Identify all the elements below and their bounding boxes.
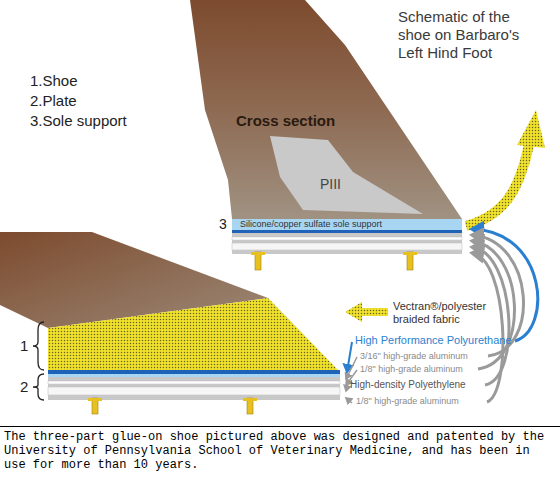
material-label: High-density Polyethylene [350, 379, 466, 391]
arrowhead [517, 110, 545, 148]
layer [48, 381, 340, 384]
fabric-pointer [345, 302, 388, 322]
screw-head [251, 252, 265, 255]
screw-head [243, 398, 257, 401]
diagram-title: Schematic of the shoe on Barbaro's Left … [398, 8, 533, 62]
screw-head [403, 252, 417, 255]
sole-layer [48, 374, 340, 377]
bracket [33, 322, 44, 370]
aluminum-layer [48, 395, 340, 400]
callout-number: 1 [20, 337, 28, 354]
caption-rule [0, 426, 560, 427]
material-label: High Performance Polyurethane [355, 334, 512, 347]
material-label: Vectran®/polyester braided fabric [393, 300, 505, 325]
material-label: 3/16" high-grade aluminum [360, 351, 468, 361]
aluminum-layer [48, 384, 340, 387]
polyethylene-layer [48, 387, 340, 395]
caption: The three-part glue-on shoe pictured abo… [4, 430, 558, 472]
callout-number: 3 [219, 216, 227, 232]
polyethylene-layer [232, 243, 462, 250]
leader-arrow [346, 357, 357, 379]
leader-arrow [346, 398, 352, 403]
polyurethane-layer [48, 370, 340, 374]
screw-head [88, 398, 102, 401]
node-text: Silicone/copper sulfate sole support [240, 219, 382, 230]
aluminum-layer [232, 233, 462, 237]
node-outline [268, 132, 428, 216]
material-label: 1/8" high-grade aluminum [356, 396, 459, 406]
leader-curve [472, 253, 503, 402]
part-list-item: 3.Sole support [30, 112, 127, 129]
material-label: 1/8" high-grade aluminum [360, 364, 463, 374]
node-text: PIII [320, 176, 341, 192]
bone-shape: PIII [268, 132, 428, 216]
bracket [33, 374, 44, 400]
aluminum-layer [48, 377, 340, 381]
node-shape [270, 136, 423, 214]
sole-support-band: Silicone/copper sulfate sole support [232, 219, 462, 230]
braided-fabric-shoe [48, 298, 338, 370]
aluminum-layer [232, 240, 462, 243]
part-list-item: 1.Shoe [30, 72, 78, 89]
fabric-callout-arrow [466, 140, 530, 226]
leader-curve [472, 229, 538, 341]
view-label: Cross section [236, 112, 335, 129]
part-list-item: 2.Plate [30, 92, 77, 109]
callout-number: 2 [20, 378, 28, 395]
layer [232, 237, 462, 240]
lower-hoof [0, 232, 340, 414]
polyurethane-layer [232, 230, 462, 233]
leader-arrow [346, 387, 347, 391]
aluminum-layer [232, 250, 462, 254]
